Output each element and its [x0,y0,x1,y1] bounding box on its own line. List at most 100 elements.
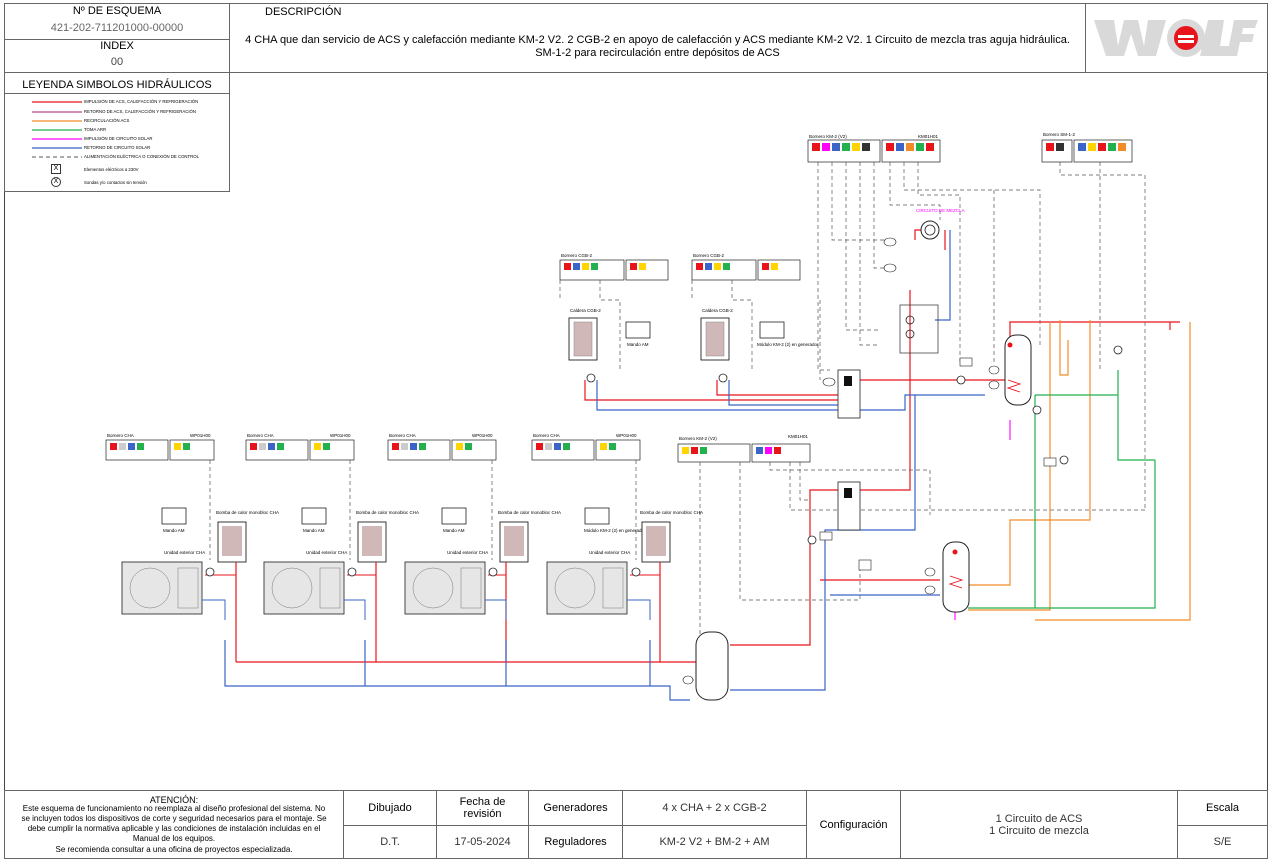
wp01-label: WP01H00 [330,433,351,438]
terminal-block-cha-2 [245,439,355,461]
terminal-block-sm12 [1041,139,1133,163]
schema-label: Nº DE ESQUEMA [72,5,162,17]
caldera-a-label: Caldera CGB-2 [570,308,601,313]
outdoor-unit [121,561,628,615]
escala-value: S/E [1213,836,1232,848]
legend-item: IMPULSIÓN DE CIRCUITO SOLAR [84,136,153,141]
mando-am-label: Mando AM [443,528,465,533]
legend-title-box [4,72,230,94]
bornero-sm12-label: Bornero SM-1-2 [1043,132,1076,137]
atencion-line: se incluyen todos los dispositivos de co… [21,814,327,823]
bomba-calor-label: Bomba de calor monobloc CHA [216,510,279,515]
electric-element-symbol: X [51,164,61,174]
sensor-symbol: X [51,177,61,187]
legend-title: LEYENDA SIMBOLOS HIDRÁULICOS [22,79,212,91]
unidad-exterior-label: Unidad exterior CHA [447,550,488,555]
legend-item: TOMA ARR [84,127,107,132]
terminal-block-km2-mid [677,443,811,463]
escala-label: Escala [1205,802,1240,814]
unidad-exterior-label: Unidad exterior CHA [306,550,347,555]
unidad-exterior-label: Unidad exterior CHA [589,550,630,555]
bornero-cgb-a-label: Bornero CGB-2 [561,253,593,258]
generadores-label: Generadores [543,802,608,814]
hydraulic-diagram: Bornero KM-2 (V2) KM01H01 Bornero SM-1-2… [105,132,1191,701]
unidad-exterior-label: Unidad exterior CHA [164,550,205,555]
km01-top-label: KM01H01 [918,134,939,139]
boiler-cgb2-b [700,317,730,361]
fecha-label-1: Fecha de [459,796,506,808]
bornero-cgb-b-label: Bornero CGB-2 [693,253,725,258]
mixing-group [899,304,939,354]
terminal-block-cgb-b [691,259,801,281]
escala-value-cell [1177,825,1268,859]
atencion-title: ATENCIÓN: [149,795,199,805]
dibujado-label: Dibujado [368,802,412,814]
dhw-tank-bottom [942,541,970,613]
bornero-cha-label: Bornero CHA [107,433,134,438]
boiler-cgb2-a [568,317,598,361]
atencion-line: debe cumplir la normativa aplicable y la… [27,824,321,833]
buffer-tank [695,631,729,701]
config-value-1: 1 Circuito de ACS [995,813,1083,825]
atencion-line: Se recomienda consultar a una oficina de… [55,845,293,854]
legend-item: RETORNO DE ACS, CALEFACCIÓN Y REFRIGERAC… [84,109,196,114]
circuito-mezcla-label: CIRCUITO DE MEZCLA [916,208,965,213]
terminal-block-cha-1 [105,439,215,461]
config-value-2: 1 Circuito de mezcla [989,825,1089,837]
am-controller [161,321,785,525]
description-label: DESCRIPCIÓN [265,6,342,18]
index-label: INDEX [100,40,134,52]
legend-item: RECIRCULACIÓN ACS [84,118,130,123]
terminal-block-km2-top [807,139,941,163]
configuracion-label: Configuración [819,819,888,831]
modulo-km2-small-label: Módulo KM-2 (2) en generador [584,528,646,533]
legend-item: RETORNO DE CIRCUITO SOLAR [84,145,151,150]
index-value: 00 [110,56,124,68]
hydraulic-separator-mid [837,481,861,531]
legend-symbol-label: Elementos eléctricos a 230V [84,167,139,172]
return-pipes [224,230,985,701]
bornero-cha-label: Bornero CHA [533,433,560,438]
bornero-cha-label: Bornero CHA [247,433,274,438]
recirculation-pipes [968,320,1191,621]
modulo-km2-gen-label: Módulo KM-2 (2) en generador [757,342,819,347]
terminal-block-cgb-a [559,259,669,281]
bomba-calor-label: Bomba de calor monobloc CHA [498,510,561,515]
generadores-value: 4 x CHA + 2 x CGB-2 [662,802,767,814]
bornero-km2-top-label: Bornero KM-2 (V2) [809,134,847,139]
control-wiring [209,162,1146,681]
legend-item: ALIMENTACIÓN ELÉCTRICA O CONEXIÓN DE CON… [84,154,199,159]
legend-lines [32,101,82,158]
bomba-calor-label: Bomba de calor monobloc CHA [640,510,703,515]
fecha-value: 17-05-2024 [454,836,511,848]
wp01-label: WP01H00 [472,433,493,438]
mixing-circuit-emitter [920,220,940,240]
hydraulic-separator-top [837,369,861,419]
reguladores-label: Reguladores [544,836,607,848]
dibujado-value: D.T. [380,836,400,848]
terminal-block-cha-3 [387,439,497,461]
terminal-block-cha-4 [531,439,641,461]
schema-number: 421-202-711201000-00000 [50,22,184,34]
bomba-calor-label: Bomba de calor monobloc CHA [356,510,419,515]
description-line-1: 4 CHA que dan servicio de ACS y calefacc… [245,34,1070,46]
wolf-logo [1094,19,1258,57]
mando-am-label: Mando AM [303,528,325,533]
bornero-km2-mid-label: Bornero KM-2 (V2) [679,436,717,441]
caldera-b-label: Caldera CGB-2 [702,308,733,313]
mando-am-label: Mando AM [163,528,185,533]
bornero-cha-label: Bornero CHA [389,433,416,438]
dhw-tank-top [1004,334,1032,406]
legend-item: IMPULSIÓN DE ACS, CALEFACCIÓN Y REFRIGER… [84,99,199,104]
mando-am-label: Mando AM [627,342,649,347]
legend-symbol-label: Sondas y/o contactos sin tensión [84,180,147,185]
atencion-line: Manual de los equipos. [132,834,216,843]
logo-box [1085,3,1268,73]
atencion-line: Este esquema de funcionamiento no reempl… [22,804,326,813]
fecha-label-2: revisión [463,808,502,820]
km01-mid-label: KM01H01 [788,434,809,439]
reguladores-value: KM-2 V2 + BM-2 + AM [659,836,770,848]
cold-water-pipes [968,370,1156,609]
wp01-label: WP01H00 [190,433,211,438]
wp01-label: WP01H00 [616,433,637,438]
